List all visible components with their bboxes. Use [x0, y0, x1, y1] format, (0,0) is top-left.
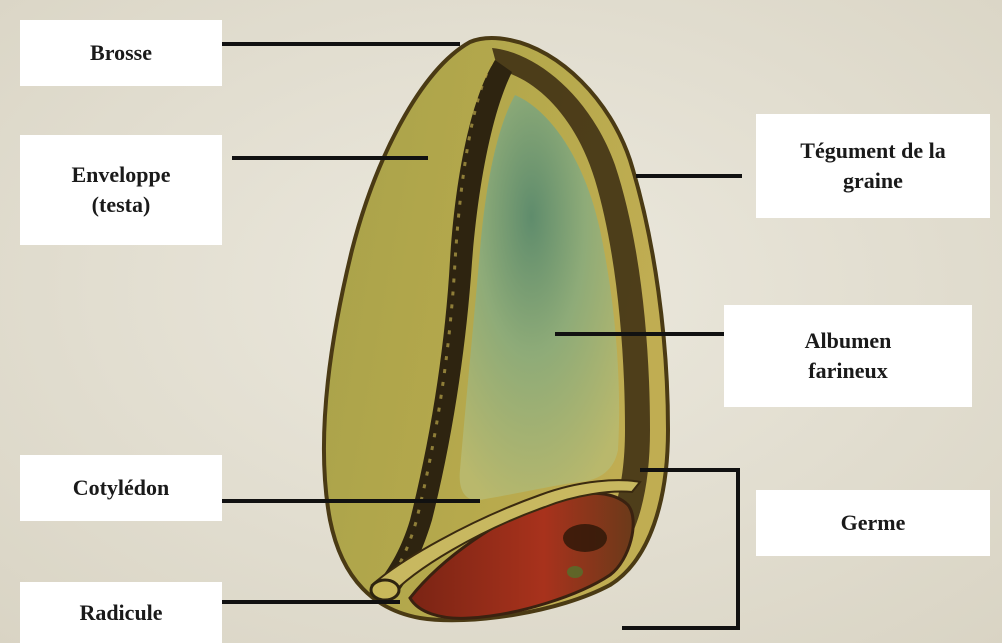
label-enveloppe: Enveloppe (testa): [20, 135, 222, 245]
label-brosse: Brosse: [20, 20, 222, 86]
label-tegument: Tégument de la graine: [756, 114, 990, 218]
label-albumen: Albumen farineux: [724, 305, 972, 407]
label-germe: Germe: [756, 490, 990, 556]
radicle-tip: [371, 580, 399, 600]
label-radicule: Radicule: [20, 582, 222, 643]
label-cotyledon: Cotylédon: [20, 455, 222, 521]
